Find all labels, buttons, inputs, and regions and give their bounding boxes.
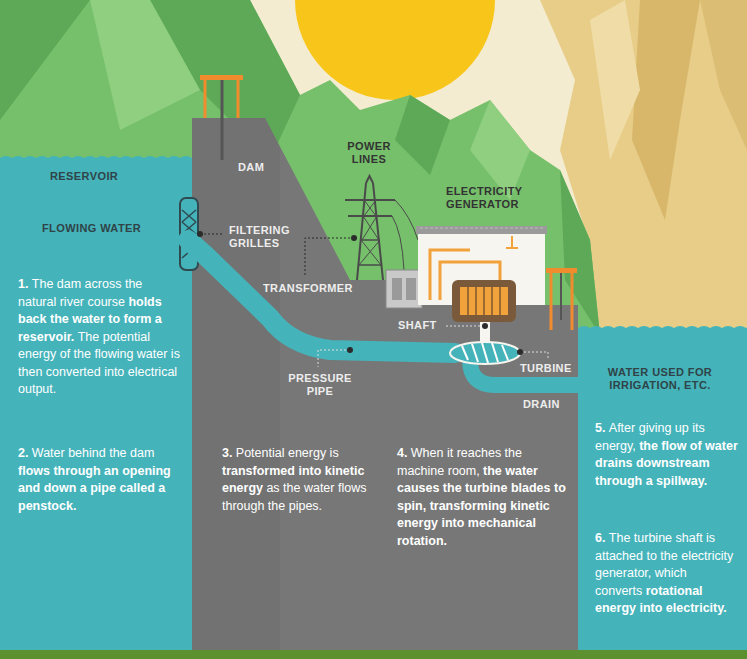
part-label: POWER LINES xyxy=(343,140,395,166)
step-text: 5.After giving up its energy,the flow of… xyxy=(595,420,740,490)
ground-strip xyxy=(0,650,747,659)
step-text: 3.Potential energy istransformed into ki… xyxy=(222,445,382,515)
step-sentence: flows through an opening and down a pipe… xyxy=(18,464,171,513)
step-number: 4. xyxy=(397,446,407,460)
step-text: 1.The dam across the natural river cours… xyxy=(18,276,183,399)
part-label: TURBINE xyxy=(520,362,572,375)
power-tower xyxy=(345,176,418,280)
step-text: 2. Water behind the dam flows through an o… xyxy=(18,445,183,515)
step-text: 4.When it reaches the machine room,the w… xyxy=(397,445,567,550)
part-label: DAM xyxy=(238,161,264,174)
transformer xyxy=(386,270,422,308)
part-label: DRAIN xyxy=(523,398,560,411)
step-sentence: The dam across the natural river course xyxy=(18,277,142,309)
region-label: WATER USED FOR IRRIGATION, ETC. xyxy=(590,366,730,392)
step-number: 3. xyxy=(222,446,232,460)
machine-room xyxy=(416,226,547,364)
part-label: FILTERING GRILLES xyxy=(229,224,299,250)
leader-lines xyxy=(197,231,548,367)
part-label: SHAFT xyxy=(398,319,437,332)
step-number: 6. xyxy=(595,531,605,545)
step-number: 1. xyxy=(18,277,28,291)
step-number: 2. xyxy=(18,446,28,460)
region-label: RESERVOIR xyxy=(50,170,118,183)
step-sentence: Water behind the dam xyxy=(32,446,155,460)
step-sentence: Potential energy is xyxy=(236,446,339,460)
part-label: PRESSURE PIPE xyxy=(282,372,358,398)
region-label: FLOWING WATER xyxy=(42,222,141,235)
part-label: ELECTRICITY GENERATOR xyxy=(446,185,541,211)
step-text: 6.The turbine shaft is attached to the e… xyxy=(595,530,740,618)
part-label: TRANSFORMER xyxy=(263,282,353,295)
step-number: 5. xyxy=(595,421,605,435)
